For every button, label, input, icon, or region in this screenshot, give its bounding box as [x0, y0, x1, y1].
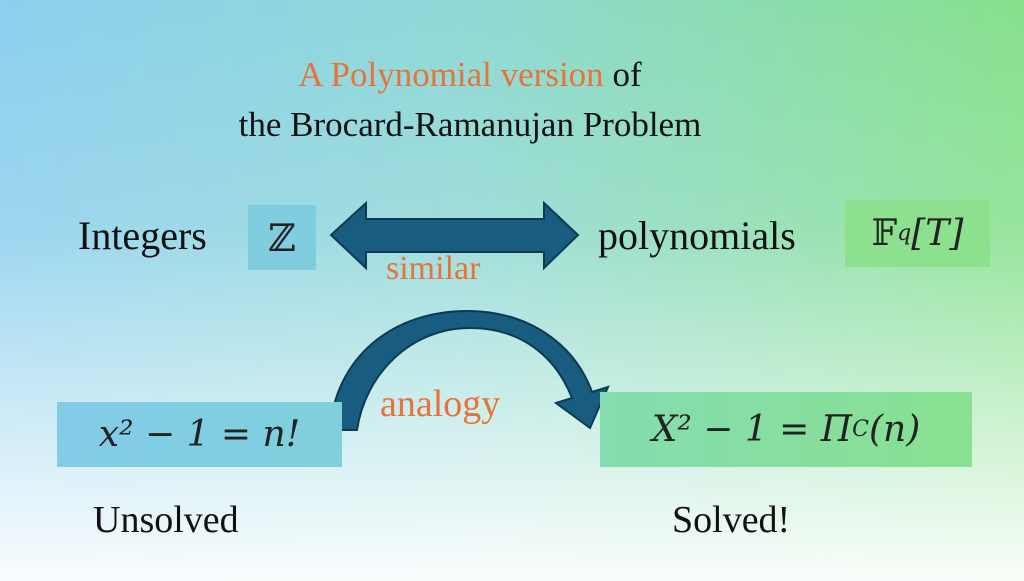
polynomial-equation: X² − 1 = Π [651, 409, 853, 450]
integers-symbol-box: ℤ [248, 205, 316, 270]
similar-label: similar [386, 250, 481, 287]
title-line-2: the Brocard-Ramanujan Problem [238, 105, 702, 144]
double-arrow-icon [329, 200, 580, 271]
field-bracket-T: [T] [911, 213, 964, 254]
integer-equation-box: x² − 1 = n! [57, 402, 342, 467]
field-subscript: q [897, 221, 912, 246]
curved-arrow-icon [328, 309, 610, 431]
title-of: of [612, 55, 642, 94]
title-highlight: A Polynomial version [298, 55, 604, 94]
integers-label: Integers [78, 213, 207, 258]
title-line-1: A Polynomial version of [0, 55, 940, 95]
field-symbol: 𝔽 [871, 213, 898, 254]
integer-equation: x² − 1 = n! [98, 414, 301, 455]
unsolved-label: Unsolved [93, 499, 239, 541]
solved-label: Solved! [672, 499, 791, 541]
analogy-label: analogy [380, 383, 501, 425]
pi-argument: (n) [869, 409, 921, 450]
integers-symbol: ℤ [268, 215, 296, 260]
pi-subscript: C [852, 417, 870, 442]
polynomials-label: polynomials [598, 213, 796, 258]
